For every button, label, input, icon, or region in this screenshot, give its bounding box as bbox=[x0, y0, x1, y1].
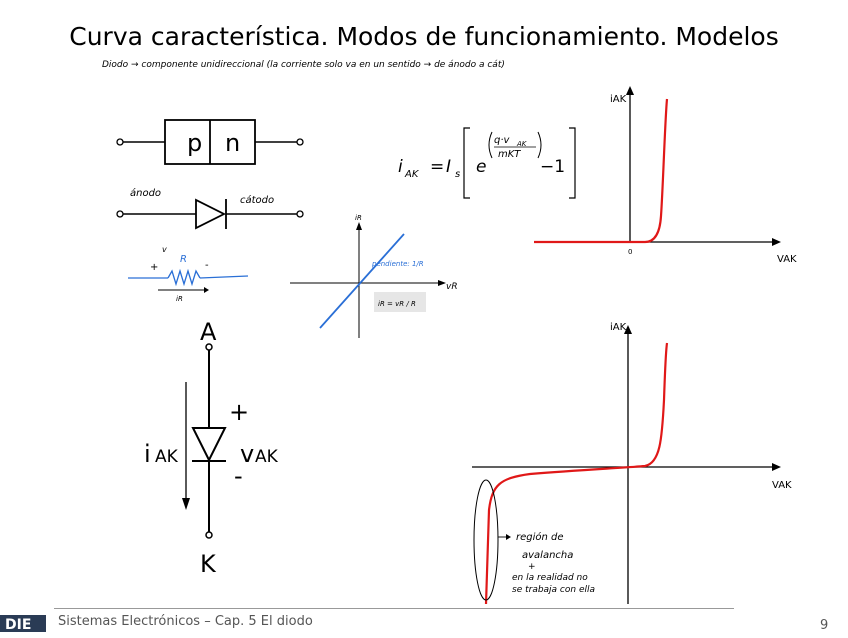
svg-text:se trabaja con ella: se trabaja con ella bbox=[512, 585, 595, 595]
shockley-equation: i AK = I s e q·v AK mKT −1 bbox=[398, 127, 576, 199]
footer-text: Sistemas Electrónicos – Cap. 5 El diodo bbox=[58, 614, 313, 629]
svg-text:i: i bbox=[144, 440, 151, 468]
svg-text:v: v bbox=[162, 245, 167, 254]
p-label: p bbox=[187, 129, 202, 157]
svg-text:s: s bbox=[455, 169, 460, 180]
pn-junction-symbol: p n bbox=[116, 119, 304, 165]
svg-text:VAK: VAK bbox=[772, 480, 792, 491]
svg-text:AK: AK bbox=[255, 447, 279, 467]
svg-text:iR: iR bbox=[355, 214, 362, 222]
svg-text:AK: AK bbox=[516, 140, 528, 148]
svg-text:0: 0 bbox=[628, 248, 632, 256]
anode-label: ánodo bbox=[130, 187, 161, 199]
handwritten-note: Diodo → componente unidireccional (la co… bbox=[102, 60, 505, 70]
slide-title: Curva característica. Modos de funcionam… bbox=[69, 22, 779, 51]
svg-text:región de: región de bbox=[516, 531, 564, 543]
svg-text:I: I bbox=[446, 157, 451, 177]
svg-text:v: v bbox=[240, 440, 254, 468]
diode-breakdown-curve: iAK VAK región de avalancha + en la real… bbox=[472, 322, 792, 605]
svg-text:iAK: iAK bbox=[610, 322, 627, 333]
cathode-K: K bbox=[200, 550, 217, 578]
svg-text:+: + bbox=[229, 398, 249, 426]
svg-text:q·v: q·v bbox=[494, 135, 511, 146]
svg-text:i: i bbox=[398, 157, 403, 177]
resistor-iv-graph: iR vR pendiente: 1/R iR = vR / R bbox=[290, 214, 458, 338]
svg-text:VAK: VAK bbox=[777, 254, 797, 265]
big-diode: A K i AK v AK + - bbox=[144, 318, 279, 578]
svg-text:e: e bbox=[476, 157, 486, 177]
svg-text:en la realidad no: en la realidad no bbox=[512, 573, 588, 583]
svg-text:vR: vR bbox=[446, 282, 458, 292]
footer-divider bbox=[54, 608, 734, 609]
svg-text:-: - bbox=[205, 260, 209, 271]
n-label: n bbox=[225, 129, 240, 157]
svg-text:DIE: DIE bbox=[5, 617, 31, 633]
svg-text:-: - bbox=[234, 462, 243, 490]
page-number: 9 bbox=[820, 618, 829, 633]
svg-text:iAK: iAK bbox=[610, 94, 627, 105]
svg-text:+: + bbox=[150, 262, 158, 273]
diode-forward-curve: iAK VAK 0 bbox=[534, 86, 797, 265]
svg-text:avalancha: avalancha bbox=[522, 550, 573, 561]
svg-text:AK: AK bbox=[404, 169, 420, 180]
cathode-label: cátodo bbox=[240, 194, 274, 206]
svg-text:+: + bbox=[528, 562, 536, 572]
anode-A: A bbox=[200, 318, 217, 346]
die-logo: DIE bbox=[0, 612, 50, 634]
svg-text:iR = vR / R: iR = vR / R bbox=[378, 300, 416, 308]
svg-text:=: = bbox=[430, 157, 444, 177]
resistor-sketch: v R + - iR bbox=[128, 245, 249, 303]
svg-text:−1: −1 bbox=[540, 157, 565, 177]
svg-text:mKT: mKT bbox=[498, 149, 521, 160]
svg-text:AK: AK bbox=[155, 447, 179, 467]
svg-text:R: R bbox=[180, 254, 187, 265]
svg-text:pendiente: 1/R: pendiente: 1/R bbox=[371, 260, 424, 268]
diode-symbol: ánodo cátodo bbox=[116, 187, 304, 230]
svg-text:iR: iR bbox=[176, 295, 183, 303]
